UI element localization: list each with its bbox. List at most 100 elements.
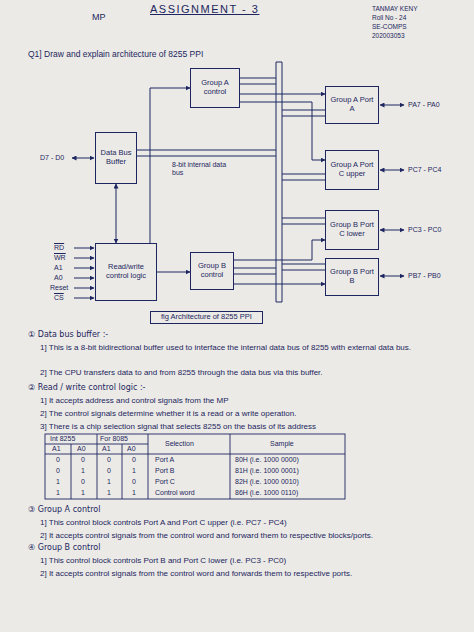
note-text: 2] It accepts control signals from the c…	[40, 531, 465, 540]
port-block: Group B Port B	[325, 258, 379, 296]
port-pin-label: PB7 - PB0	[408, 272, 441, 280]
pin-label: A0	[54, 274, 63, 282]
section-heading: ② Read / write control logic :-	[28, 383, 145, 392]
bus-label: 8-bit internal data bus	[172, 161, 232, 177]
table-header: Sample	[270, 440, 294, 448]
bus-line	[137, 156, 276, 157]
section-heading: ① Data bus buffer :-	[28, 330, 108, 339]
pin-wire	[380, 105, 404, 106]
block-label: Group A Port C upper	[329, 161, 375, 178]
pin-wire	[74, 268, 94, 269]
table-cell: 1	[81, 467, 85, 475]
table-cell: 0	[56, 456, 60, 464]
block-label: Group B Port B	[329, 268, 375, 285]
table-line	[45, 454, 345, 455]
block-label: Data Bus Buffer	[99, 149, 133, 166]
table-cell: 81H (i.e. 1000 0001)	[235, 467, 299, 475]
roll-number: Roll No - 24	[372, 14, 406, 21]
pin-wire	[72, 158, 94, 159]
table-line	[230, 434, 231, 499]
table-cell: 1	[56, 478, 60, 486]
pin-label: RD	[54, 244, 64, 252]
bus-line	[240, 84, 276, 85]
table-cell: 0	[81, 478, 85, 486]
table-cell: 0	[132, 456, 136, 464]
logic-block: Read/write control logic	[95, 243, 157, 301]
port-block: Group A Port A	[325, 86, 379, 124]
signal-connector	[240, 94, 325, 95]
bus-line	[282, 270, 325, 271]
note-text: 1] This is a 8-bit bidirectional buffer …	[40, 343, 420, 352]
signal-connector	[234, 284, 325, 285]
pin-wires	[72, 105, 404, 298]
bus-line	[276, 62, 277, 302]
pin-wire	[380, 170, 404, 171]
table-cell: Port A	[155, 456, 174, 464]
table-cell: 1	[107, 489, 111, 497]
pin-label: CS	[54, 294, 64, 302]
table-cell: 1	[132, 467, 136, 475]
pin-label: Reset	[50, 284, 68, 292]
pin-wire	[74, 288, 94, 289]
table-cell: 1	[56, 489, 60, 497]
figure-caption: fig Architecture of 8255 PPI	[150, 311, 263, 324]
buffer-block: Data Bus Buffer	[95, 132, 137, 184]
table-cell: 0	[56, 467, 60, 475]
signal-connector	[116, 184, 117, 243]
signal-connector	[240, 102, 325, 160]
bus-line	[282, 218, 325, 219]
bus-line	[137, 150, 276, 151]
id-number: 202003053	[372, 32, 405, 39]
control-block: Group B control	[190, 252, 234, 290]
table-grid	[45, 434, 345, 499]
table-header: A0	[77, 445, 86, 453]
table-cell: Control word	[155, 489, 195, 497]
port-pin-label: PC3 - PC0	[408, 226, 441, 234]
table-cell: 86H (i.e. 1000 0110)	[235, 489, 298, 497]
table-line	[122, 444, 123, 499]
question-text: Q1] Draw and explain architecture of 825…	[28, 50, 203, 60]
bus-line	[240, 78, 276, 79]
note-text: 3] There is a chip selection signal that…	[40, 422, 465, 431]
bus-line	[282, 116, 325, 117]
signal-connector	[234, 240, 325, 260]
note-text: 2] The CPU transfers data to and from 82…	[40, 368, 465, 377]
table-cell: 1	[81, 489, 85, 497]
pin-label: A1	[54, 264, 63, 272]
bus-line	[234, 274, 276, 275]
table-cell: 0	[132, 478, 136, 486]
bus-line	[276, 62, 282, 63]
table-line	[71, 444, 72, 499]
block-label: Group B Port C lower	[329, 221, 375, 238]
bus-line	[282, 224, 325, 225]
port-block: Group A Port C upper	[325, 150, 379, 190]
section-heading: ③ Group A control	[28, 505, 100, 514]
bus-line	[282, 110, 325, 111]
pin-wire	[380, 230, 404, 231]
table-line	[45, 444, 148, 445]
note-text: 1] This control block controls Port A an…	[40, 518, 465, 527]
bus-line	[282, 62, 283, 302]
bus-line	[282, 174, 325, 175]
table-header: A1	[52, 445, 61, 453]
pin-wire	[74, 298, 94, 299]
pin-label: D7 - D0	[40, 154, 64, 162]
table-border	[45, 434, 345, 499]
table-header: For 8085	[100, 435, 128, 443]
subject-label: MP	[92, 12, 106, 22]
note-text: 1] It accepts address and control signal…	[40, 396, 465, 405]
student-name: TANMAY KENY	[372, 5, 418, 12]
pin-label: WR	[54, 254, 66, 262]
signal-connector	[157, 272, 190, 273]
table-cell: 0	[107, 456, 111, 464]
section-heading: ④ Group B control	[28, 543, 100, 552]
table-cell: 1	[132, 489, 136, 497]
table-header: Int 8255	[50, 435, 75, 443]
block-label: Group A control	[194, 79, 236, 96]
table-header: A0	[127, 445, 136, 453]
note-text: 1] This control block controls Port B an…	[40, 556, 465, 565]
port-pin-label: PA7 - PA0	[408, 101, 440, 109]
port-block: Group B Port C lower	[325, 210, 379, 250]
table-cell: Port C	[155, 478, 175, 486]
control-block: Group A control	[190, 68, 240, 108]
